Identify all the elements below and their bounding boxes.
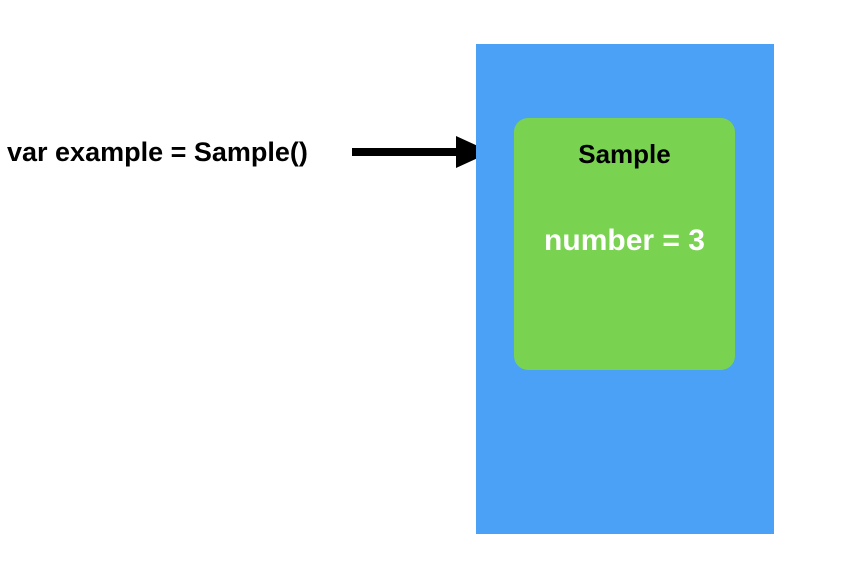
arrow-shaft bbox=[352, 148, 458, 156]
instance-card: Sample number = 3 bbox=[514, 118, 735, 370]
class-name-label: Sample bbox=[578, 139, 671, 169]
assignment-arrow-icon bbox=[352, 136, 491, 168]
property-value-label: number = 3 bbox=[544, 224, 705, 257]
code-statement-label: var example = Sample() bbox=[7, 137, 308, 167]
